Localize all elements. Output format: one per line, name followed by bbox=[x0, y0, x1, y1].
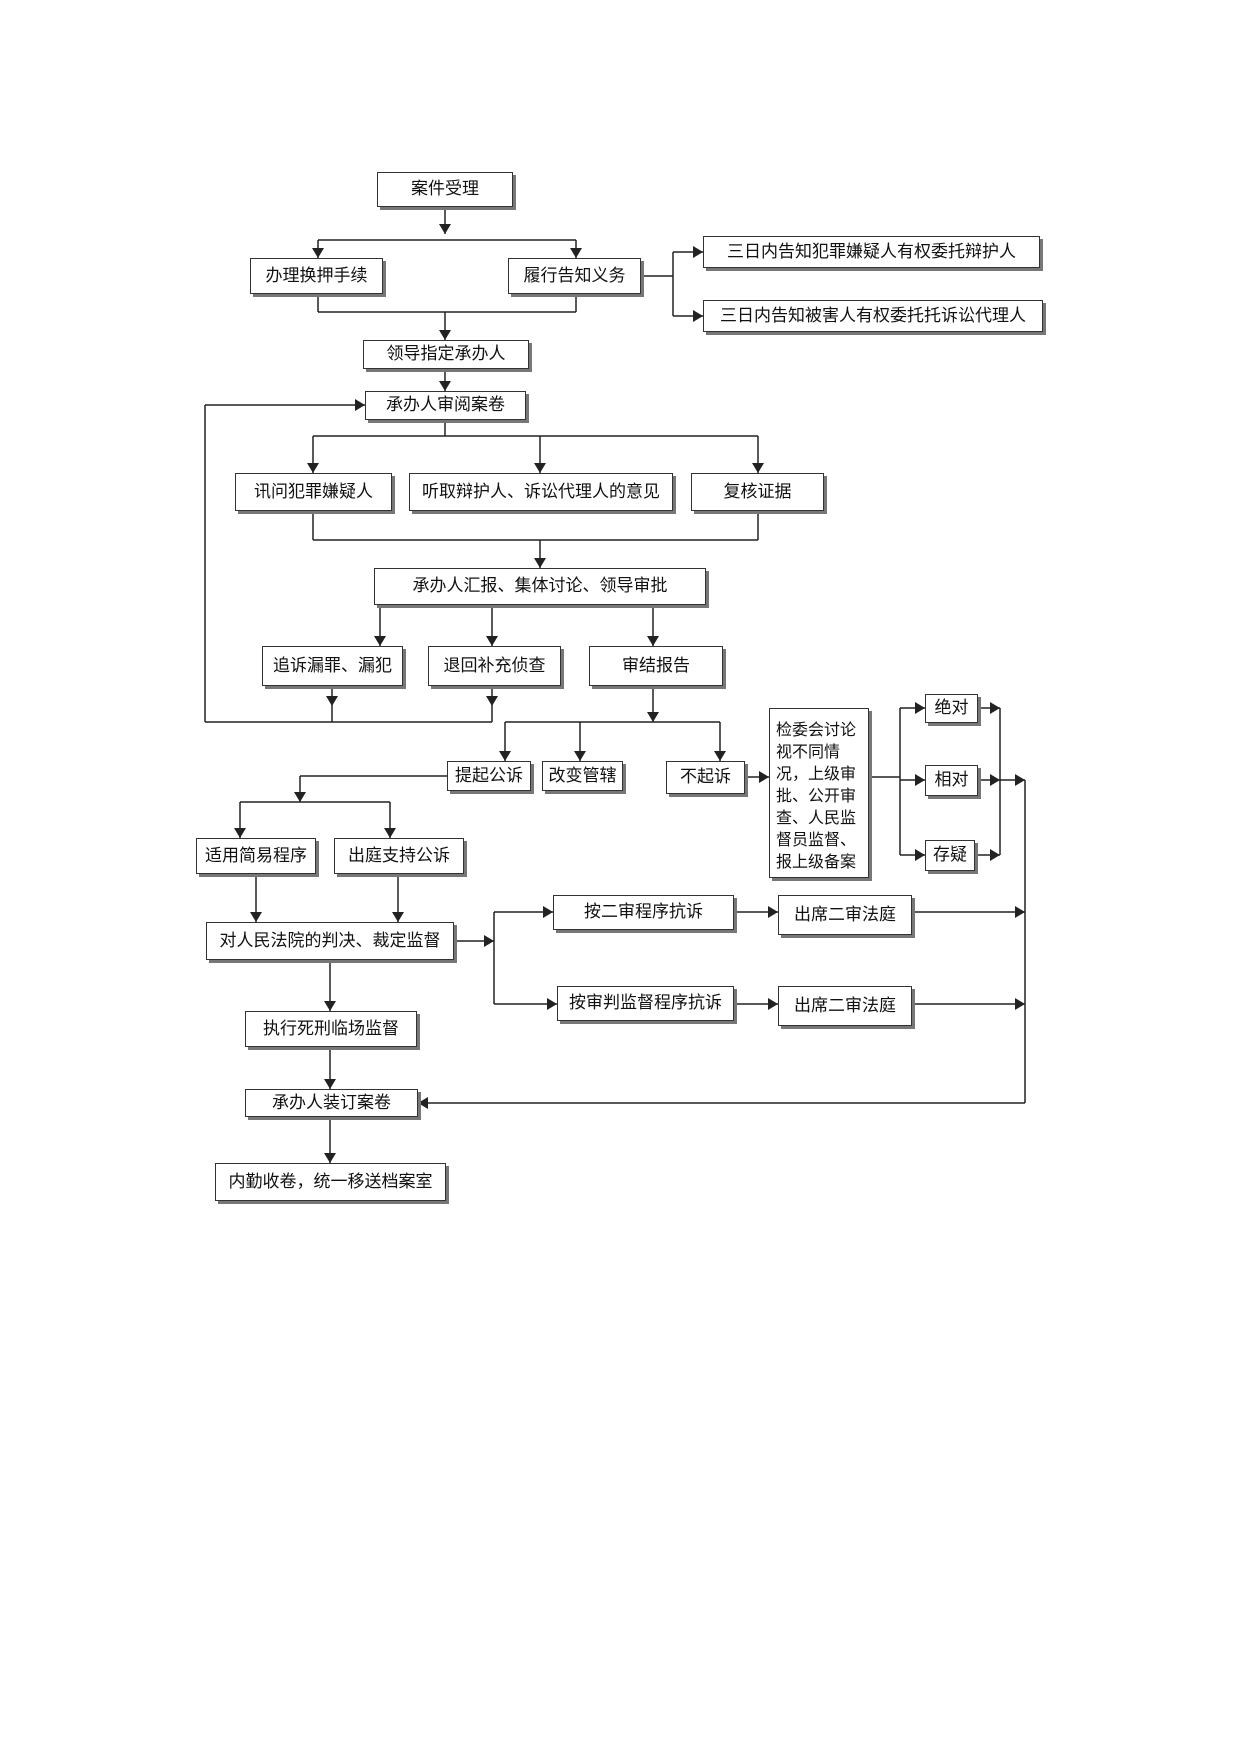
arrowhead-18 bbox=[439, 330, 451, 340]
node-final-report: 审结报告 bbox=[589, 646, 723, 686]
arrowhead-58 bbox=[759, 771, 769, 783]
node-pursue-omitted: 追诉漏罪、漏犯 bbox=[262, 646, 403, 686]
arrowhead-64 bbox=[915, 774, 925, 786]
node-return-investigation: 退回补充侦查 bbox=[428, 646, 561, 686]
node-absolute: 绝对 bbox=[925, 694, 978, 723]
node-interrogate: 讯问犯罪嫌疑人 bbox=[235, 473, 392, 511]
node-case-accept: 案件受理 bbox=[377, 172, 513, 207]
node-doubtful: 存疑 bbox=[925, 840, 975, 871]
arrowhead-35 bbox=[374, 636, 386, 646]
arrowhead-33 bbox=[534, 558, 546, 568]
node-hear-opinions: 听取辩护人、诉讼代理人的意见 bbox=[409, 473, 673, 511]
node-attend-second-court-a: 出席二审法庭 bbox=[778, 895, 912, 935]
node-no-prosecution: 不起诉 bbox=[666, 761, 745, 794]
node-simple-procedure: 适用简易程序 bbox=[196, 838, 316, 874]
arrowhead-81 bbox=[234, 828, 246, 838]
arrowhead-62 bbox=[915, 702, 925, 714]
arrowhead-75 bbox=[1015, 774, 1025, 786]
arrowhead-54 bbox=[574, 751, 586, 761]
node-death-penalty-supervision: 执行死刑临场监督 bbox=[245, 1011, 417, 1047]
node-committee-review: 检委会讨论视不同情况，上级审批、公开审查、人民监督员监督、报上级备案 bbox=[769, 708, 869, 878]
arrowhead-111 bbox=[418, 1097, 428, 1109]
arrowhead-104 bbox=[324, 1001, 336, 1011]
arrowhead-56 bbox=[714, 751, 726, 761]
arrowhead-28 bbox=[752, 463, 764, 473]
node-archive: 内勤收卷，统一移送档案室 bbox=[215, 1163, 446, 1201]
node-report-discuss: 承办人汇报、集体讨论、领导审批 bbox=[374, 568, 706, 605]
arrowhead-85 bbox=[250, 912, 262, 922]
arrowhead-13 bbox=[693, 310, 703, 322]
node-change-jurisdiction: 改变管辖 bbox=[542, 761, 623, 791]
arrowhead-37 bbox=[486, 636, 498, 646]
node-review-file: 承办人审阅案卷 bbox=[365, 391, 526, 420]
arrowhead-11 bbox=[693, 246, 703, 258]
node-court-support: 出庭支持公诉 bbox=[334, 838, 464, 874]
arrowhead-72 bbox=[990, 849, 1000, 861]
node-protest-supervision: 按审判监督程序抗诉 bbox=[557, 986, 734, 1021]
arrowhead-20 bbox=[439, 381, 451, 391]
arrowhead-24 bbox=[307, 463, 319, 473]
arrowhead-26 bbox=[534, 463, 546, 473]
arrowhead-106 bbox=[324, 1079, 336, 1089]
arrowhead-87 bbox=[392, 912, 404, 922]
arrowhead-83 bbox=[384, 828, 396, 838]
arrowhead-92 bbox=[543, 906, 553, 918]
arrowhead-47 bbox=[486, 696, 498, 706]
node-custody-change: 办理换押手续 bbox=[250, 258, 383, 294]
arrowhead-100 bbox=[1015, 906, 1025, 918]
arrowhead-7 bbox=[570, 248, 582, 258]
arrowhead-96 bbox=[768, 906, 778, 918]
arrowhead-108 bbox=[324, 1153, 336, 1163]
arrowhead-94 bbox=[547, 998, 557, 1010]
arrowhead-102 bbox=[1015, 998, 1025, 1010]
arrowhead-46 bbox=[326, 696, 338, 706]
arrowhead-98 bbox=[768, 998, 778, 1010]
node-notify-duty: 履行告知义务 bbox=[508, 258, 641, 294]
arrowhead-79 bbox=[294, 792, 306, 802]
node-notify-victim: 三日内告知被害人有权委托托诉讼代理人 bbox=[703, 300, 1043, 332]
node-bind-files: 承办人装订案卷 bbox=[245, 1089, 418, 1117]
node-attend-second-court-b: 出席二审法庭 bbox=[778, 986, 912, 1026]
node-prosecute: 提起公诉 bbox=[447, 761, 531, 791]
arrowhead-68 bbox=[990, 702, 1000, 714]
arrowhead-49 bbox=[647, 712, 659, 722]
arrowhead-70 bbox=[990, 774, 1000, 786]
node-verify-evidence: 复核证据 bbox=[691, 473, 824, 511]
arrowhead-45 bbox=[355, 399, 365, 411]
arrowhead-52 bbox=[499, 751, 511, 761]
node-relative: 相对 bbox=[925, 765, 978, 796]
node-protest-second-instance: 按二审程序抗诉 bbox=[553, 895, 734, 930]
node-notify-suspect: 三日内告知犯罪嫌疑人有权委托辩护人 bbox=[703, 236, 1040, 268]
arrowhead-66 bbox=[915, 849, 925, 861]
arrowhead-5 bbox=[312, 248, 324, 258]
arrowhead-39 bbox=[647, 636, 659, 646]
arrowhead-89 bbox=[484, 935, 494, 947]
node-court-supervision: 对人民法院的判决、裁定监督 bbox=[206, 922, 454, 960]
node-assign-handler: 领导指定承办人 bbox=[363, 340, 529, 369]
